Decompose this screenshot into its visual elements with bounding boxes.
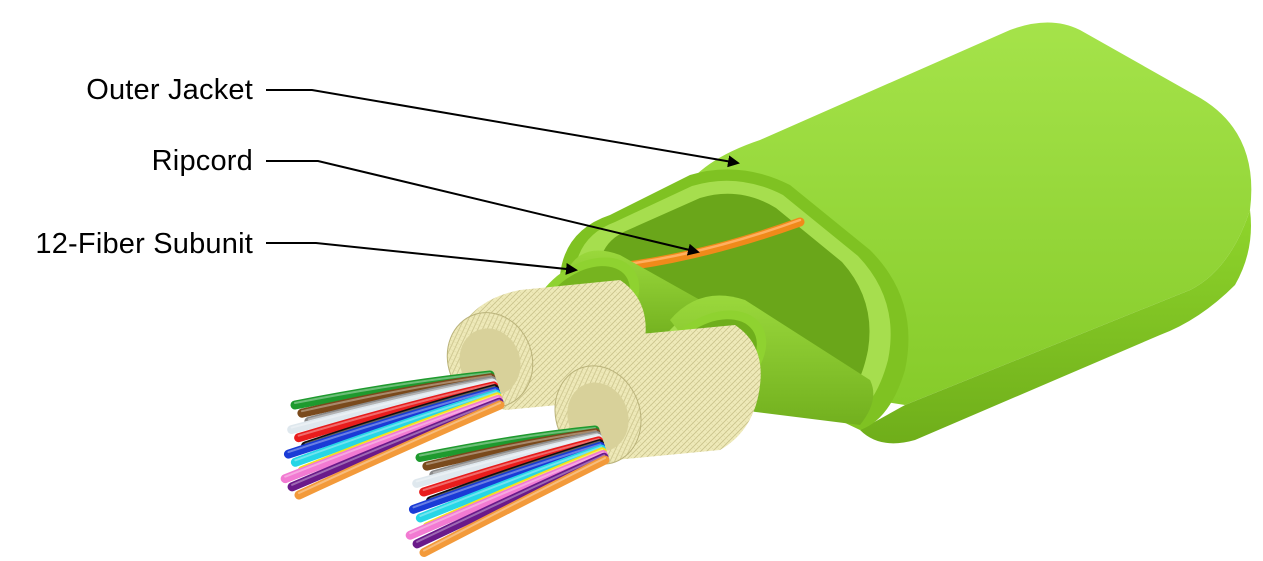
fiber-highlight <box>284 396 500 478</box>
leader-subunit <box>266 242 578 275</box>
fiber-highlight <box>297 382 495 437</box>
label-outer-jacket: Outer Jacket <box>86 74 253 106</box>
fiber-highlight <box>294 372 491 404</box>
label-ripcord: Ripcord <box>151 145 253 177</box>
fiber-highlight <box>300 374 492 413</box>
fiber-highlight <box>432 432 598 474</box>
fiber-highlight <box>425 429 597 466</box>
fiber-highlight <box>307 377 493 421</box>
fiber-highlight <box>287 388 497 454</box>
fiber-highlight <box>290 380 494 429</box>
fiber-highlight <box>294 391 498 462</box>
fiber-orange <box>419 455 610 557</box>
fiber-highlight <box>412 443 602 509</box>
fiber-highlight <box>409 451 605 535</box>
leader-ripcord <box>266 160 700 256</box>
fiber-highlight <box>422 437 600 492</box>
fiber-highlight <box>419 427 596 457</box>
fiber-bundle-2 <box>405 425 610 557</box>
fiber-bundle-1 <box>280 370 505 500</box>
fiber-highlight <box>298 402 501 494</box>
leader-outer-jacket <box>266 89 740 168</box>
label-12-fiber-subunit: 12-Fiber Subunit <box>35 228 253 260</box>
fiber-orange <box>294 400 505 500</box>
callout-leaders <box>266 89 740 275</box>
fiber-highlight <box>415 435 599 483</box>
fiber-highlight <box>423 457 606 552</box>
fiber-highlight <box>291 399 501 486</box>
fiber-highlight <box>416 454 606 543</box>
fiber-highlight <box>419 446 603 517</box>
